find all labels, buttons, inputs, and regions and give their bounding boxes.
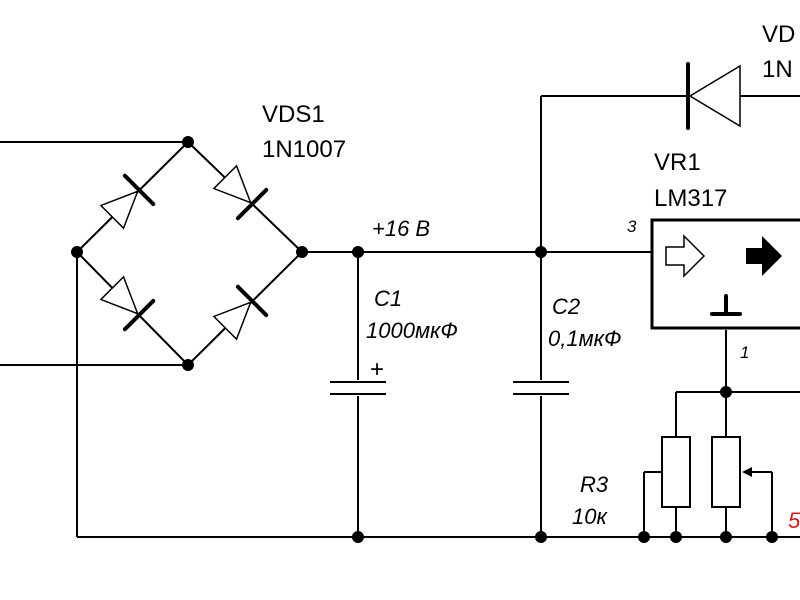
regulator-input-arrow-icon	[665, 234, 706, 278]
regulator-part-label: LM317	[654, 185, 727, 212]
regulator-output-arrow-icon	[746, 236, 782, 276]
top-diode	[686, 62, 741, 130]
top-diode-ref-label: VD	[762, 21, 795, 48]
c1-polarity-mark: +	[370, 356, 384, 383]
r-value-label: 5	[788, 508, 800, 533]
junction-dots	[71, 136, 778, 543]
top-diode-part-label: 1N	[762, 56, 793, 83]
diode-bridge: VDS1 1N1007	[76, 101, 346, 366]
input-wires	[0, 141, 188, 366]
bridge-diode-upper-left	[99, 173, 156, 230]
positive-rail: +16 В	[302, 216, 652, 253]
c1-ref-label: C1	[374, 286, 402, 311]
capacitor-c2: C2 0,1мкФ	[513, 252, 622, 537]
resistor-pot	[711, 436, 741, 508]
c2-ref-label: C2	[552, 294, 580, 319]
bridge-part-label: 1N1007	[262, 136, 346, 163]
regulator-vr1: VR1 LM317 3 1	[627, 149, 800, 362]
bridge-diode-lower-left	[99, 275, 156, 332]
pot-wiper-arrow-icon	[742, 467, 752, 477]
regulator-pin-adj-label: 1	[740, 343, 749, 362]
regulator-ref-label: VR1	[654, 149, 701, 176]
adjust-network: R3 10к 5	[572, 330, 800, 537]
bridge-diode-upper-right	[212, 164, 269, 221]
regulator-pin-in-label: 3	[627, 217, 637, 236]
c2-value-label: 0,1мкФ	[548, 326, 622, 351]
bridge-diode-lower-right	[212, 284, 269, 341]
r3-ref-label: R3	[580, 472, 609, 497]
resistor-r3	[661, 436, 691, 508]
c1-value-label: 1000мкФ	[366, 318, 458, 343]
top-diode-branch: VD 1N	[540, 21, 800, 252]
bridge-ref-label: VDS1	[262, 101, 325, 128]
supply-voltage-label: +16 В	[372, 216, 430, 241]
r3-value-label: 10к	[572, 504, 608, 529]
capacitor-c1: C1 1000мкФ +	[330, 252, 458, 537]
